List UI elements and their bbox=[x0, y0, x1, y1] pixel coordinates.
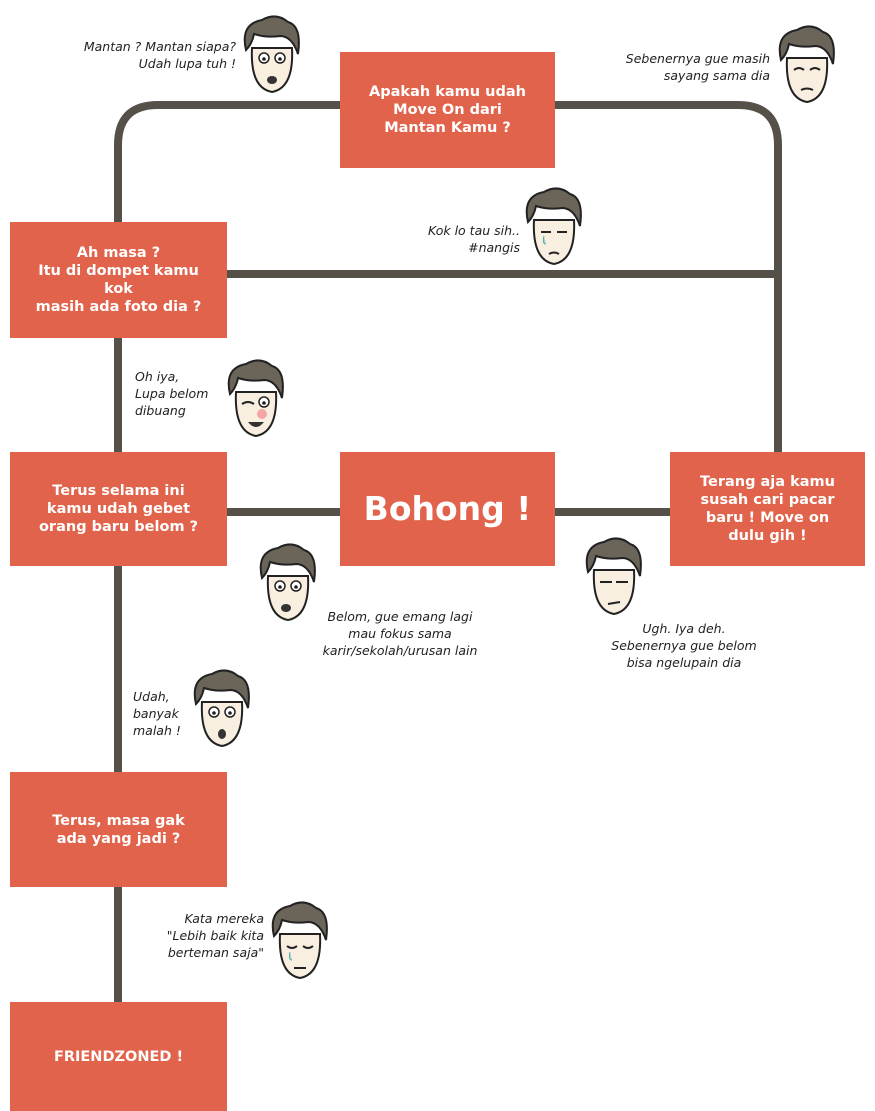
caption-sayang: Sebenernya gue masih sayang sama dia bbox=[625, 51, 770, 83]
caption-kata-mereka: Kata mereka "Lebih baik kita berteman sa… bbox=[166, 911, 264, 960]
face-icon bbox=[256, 542, 320, 630]
question-wallet-photo: Ah masa ? Itu di dompet kamu kok masih a… bbox=[10, 222, 227, 338]
result-friendzoned: FRIENDZONED ! bbox=[10, 1002, 227, 1111]
connector-start-right bbox=[555, 101, 782, 452]
face-icon bbox=[268, 900, 332, 988]
face-icon bbox=[582, 536, 646, 624]
face-icon bbox=[775, 24, 839, 112]
question-gebet: Terus selama ini kamu udah gebet orang b… bbox=[10, 452, 227, 566]
result-terang: Terang aja kamu susah cari pacar baru ! … bbox=[670, 452, 865, 566]
face-icon bbox=[522, 186, 586, 274]
face-icon bbox=[190, 668, 254, 756]
caption-lupa: Oh iya, Lupa belom dibuang bbox=[135, 369, 209, 418]
face-icon bbox=[224, 358, 288, 446]
caption-udah-banyak: Udah, banyak malah ! bbox=[133, 689, 181, 738]
caption-ugh: Ugh. Iya deh. Sebenernya gue belom bisa … bbox=[611, 621, 757, 670]
question-masa-gak: Terus, masa gak ada yang jadi ? bbox=[10, 772, 227, 887]
result-bohong: Bohong ! bbox=[340, 452, 555, 566]
connector-start-left bbox=[114, 101, 340, 222]
caption-belom-fokus: Belom, gue emang lagi mau fokus sama kar… bbox=[322, 609, 478, 658]
face-icon bbox=[240, 14, 304, 102]
caption-nangis: Kok lo tau sih.. #nangis bbox=[427, 223, 520, 255]
question-move-on: Apakah kamu udah Move On dari Mantan Kam… bbox=[340, 52, 555, 168]
caption-mantan: Mantan ? Mantan siapa? Udah lupa tuh ! bbox=[83, 39, 236, 71]
